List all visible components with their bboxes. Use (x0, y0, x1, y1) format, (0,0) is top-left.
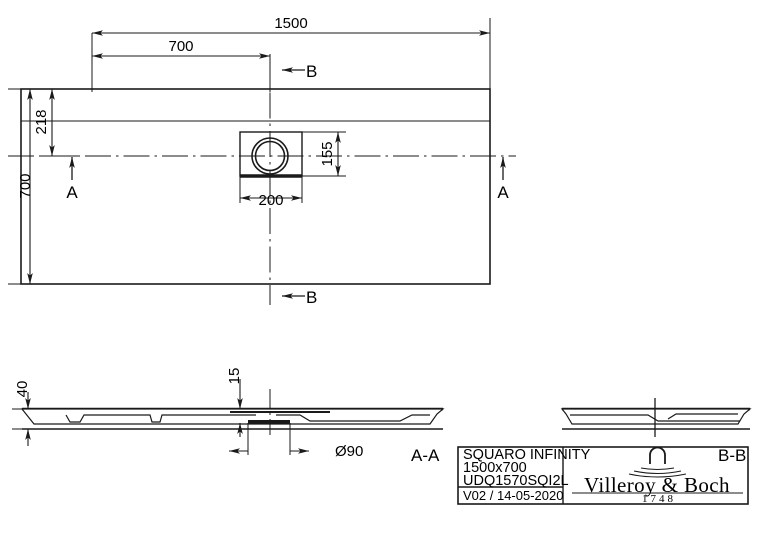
dim-label-1500: 1500 (274, 15, 307, 32)
water-line-3 (628, 473, 687, 478)
title-block-revision: V02 / 14-05-2020 (463, 488, 563, 503)
aa-recess-right (276, 414, 430, 422)
section-bb-view (560, 398, 752, 437)
dim-label-d90: Ø90 (335, 443, 363, 460)
section-label-a-left: A (66, 183, 78, 202)
dim-label-15: 15 (226, 368, 243, 385)
bb-recess-step (667, 413, 738, 420)
bb-body-profile (560, 408, 752, 425)
title-block-frame (457, 446, 749, 505)
bb-recess-outline (570, 414, 740, 422)
dim-label-700-x: 700 (168, 38, 193, 55)
section-label-a-right: A (497, 183, 509, 202)
brand-name: Villeroy & Boch (584, 473, 730, 497)
section-view-label-aa: A-A (411, 446, 440, 465)
section-label-b-bottom: B (306, 288, 317, 307)
text-layer: 1500 700 700 218 200 155 B B A A 40 15 Ø… (14, 15, 746, 505)
water-line-1 (640, 467, 675, 471)
drain-circle-outer (251, 137, 289, 175)
dim-label-200: 200 (258, 192, 283, 209)
brand-year: 1748 (642, 493, 676, 505)
arch-icon (649, 446, 666, 464)
tray-outline (20, 88, 491, 285)
section-view-label-bb: B-B (718, 446, 746, 465)
water-line-2 (633, 470, 682, 475)
title-block-product-name: SQUARO INFINITY (463, 447, 591, 463)
dim-label-40: 40 (14, 381, 31, 398)
section-aa-view (12, 379, 445, 455)
dim-label-155: 155 (319, 141, 336, 166)
title-block-article-number: UDQ1570SQI2L (463, 473, 569, 489)
drain-circle-inner (254, 140, 286, 172)
villeroy-boch-logo-mark (628, 446, 687, 478)
dim-label-700-height: 700 (17, 173, 34, 198)
plan-view (8, 18, 516, 305)
dim-label-218: 218 (33, 109, 50, 134)
title-block-size: 1500x700 (463, 460, 527, 476)
title-block (457, 446, 749, 505)
section-label-b-top: B (306, 62, 317, 81)
aa-recess-left (65, 414, 256, 423)
aa-body-profile (20, 408, 445, 425)
